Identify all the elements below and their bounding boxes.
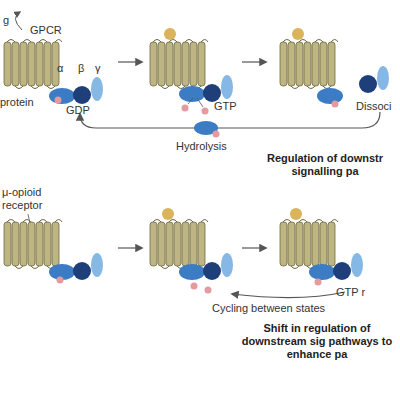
ligand xyxy=(164,28,176,40)
receptor xyxy=(4,220,62,269)
gdp-dot xyxy=(55,97,62,104)
g-protein xyxy=(179,75,233,102)
g-protein xyxy=(179,253,233,280)
receptor xyxy=(150,220,208,269)
g-protein xyxy=(49,77,103,104)
receptor xyxy=(280,220,338,269)
label: g xyxy=(3,14,9,27)
curl-arrow xyxy=(15,12,22,30)
label: protein xyxy=(0,96,34,109)
gamma-subunit xyxy=(377,66,389,90)
label: Dissoci xyxy=(356,100,391,113)
gdp-dot xyxy=(191,283,198,290)
receptor xyxy=(150,40,208,89)
step-arrow xyxy=(118,61,142,62)
ligand xyxy=(290,208,302,220)
g-protein xyxy=(309,253,363,280)
cycle-arrow xyxy=(232,292,345,298)
gtp-dot xyxy=(205,287,212,294)
gdp-dot xyxy=(57,277,64,284)
label: GTP xyxy=(214,100,237,113)
panel-caption: Regulation of downstr signalling pa xyxy=(250,152,400,178)
gtp-dot xyxy=(315,279,322,286)
gdp-dot xyxy=(213,131,220,138)
exchange-arrow xyxy=(197,98,203,107)
label: β xyxy=(78,62,84,75)
step-arrow xyxy=(118,247,142,248)
exchange-arrow xyxy=(188,98,193,104)
gtp-dot xyxy=(202,108,209,115)
receptor xyxy=(4,40,62,89)
label: GPCR xyxy=(30,24,62,37)
alpha-subunit xyxy=(317,88,343,104)
label: γ xyxy=(95,62,101,75)
step-arrow xyxy=(242,247,266,248)
label: Hydrolysis xyxy=(176,140,227,153)
label: GTP r xyxy=(336,286,365,299)
gdp-dot xyxy=(182,105,189,112)
step-arrow xyxy=(242,61,266,62)
label: GDP xyxy=(66,104,90,117)
return-arrow xyxy=(80,112,380,128)
ligand xyxy=(162,208,174,220)
beta-subunit xyxy=(359,75,377,93)
gtp-dot xyxy=(332,101,339,108)
panel-caption: Shift in regulation of downstream sig pa… xyxy=(236,322,398,361)
label: α xyxy=(57,62,63,75)
g-protein xyxy=(49,253,103,280)
label: μ-opioid receptor xyxy=(2,186,52,212)
receptor xyxy=(280,40,338,89)
ligand xyxy=(292,28,304,40)
label: Cycling between states xyxy=(212,302,325,315)
